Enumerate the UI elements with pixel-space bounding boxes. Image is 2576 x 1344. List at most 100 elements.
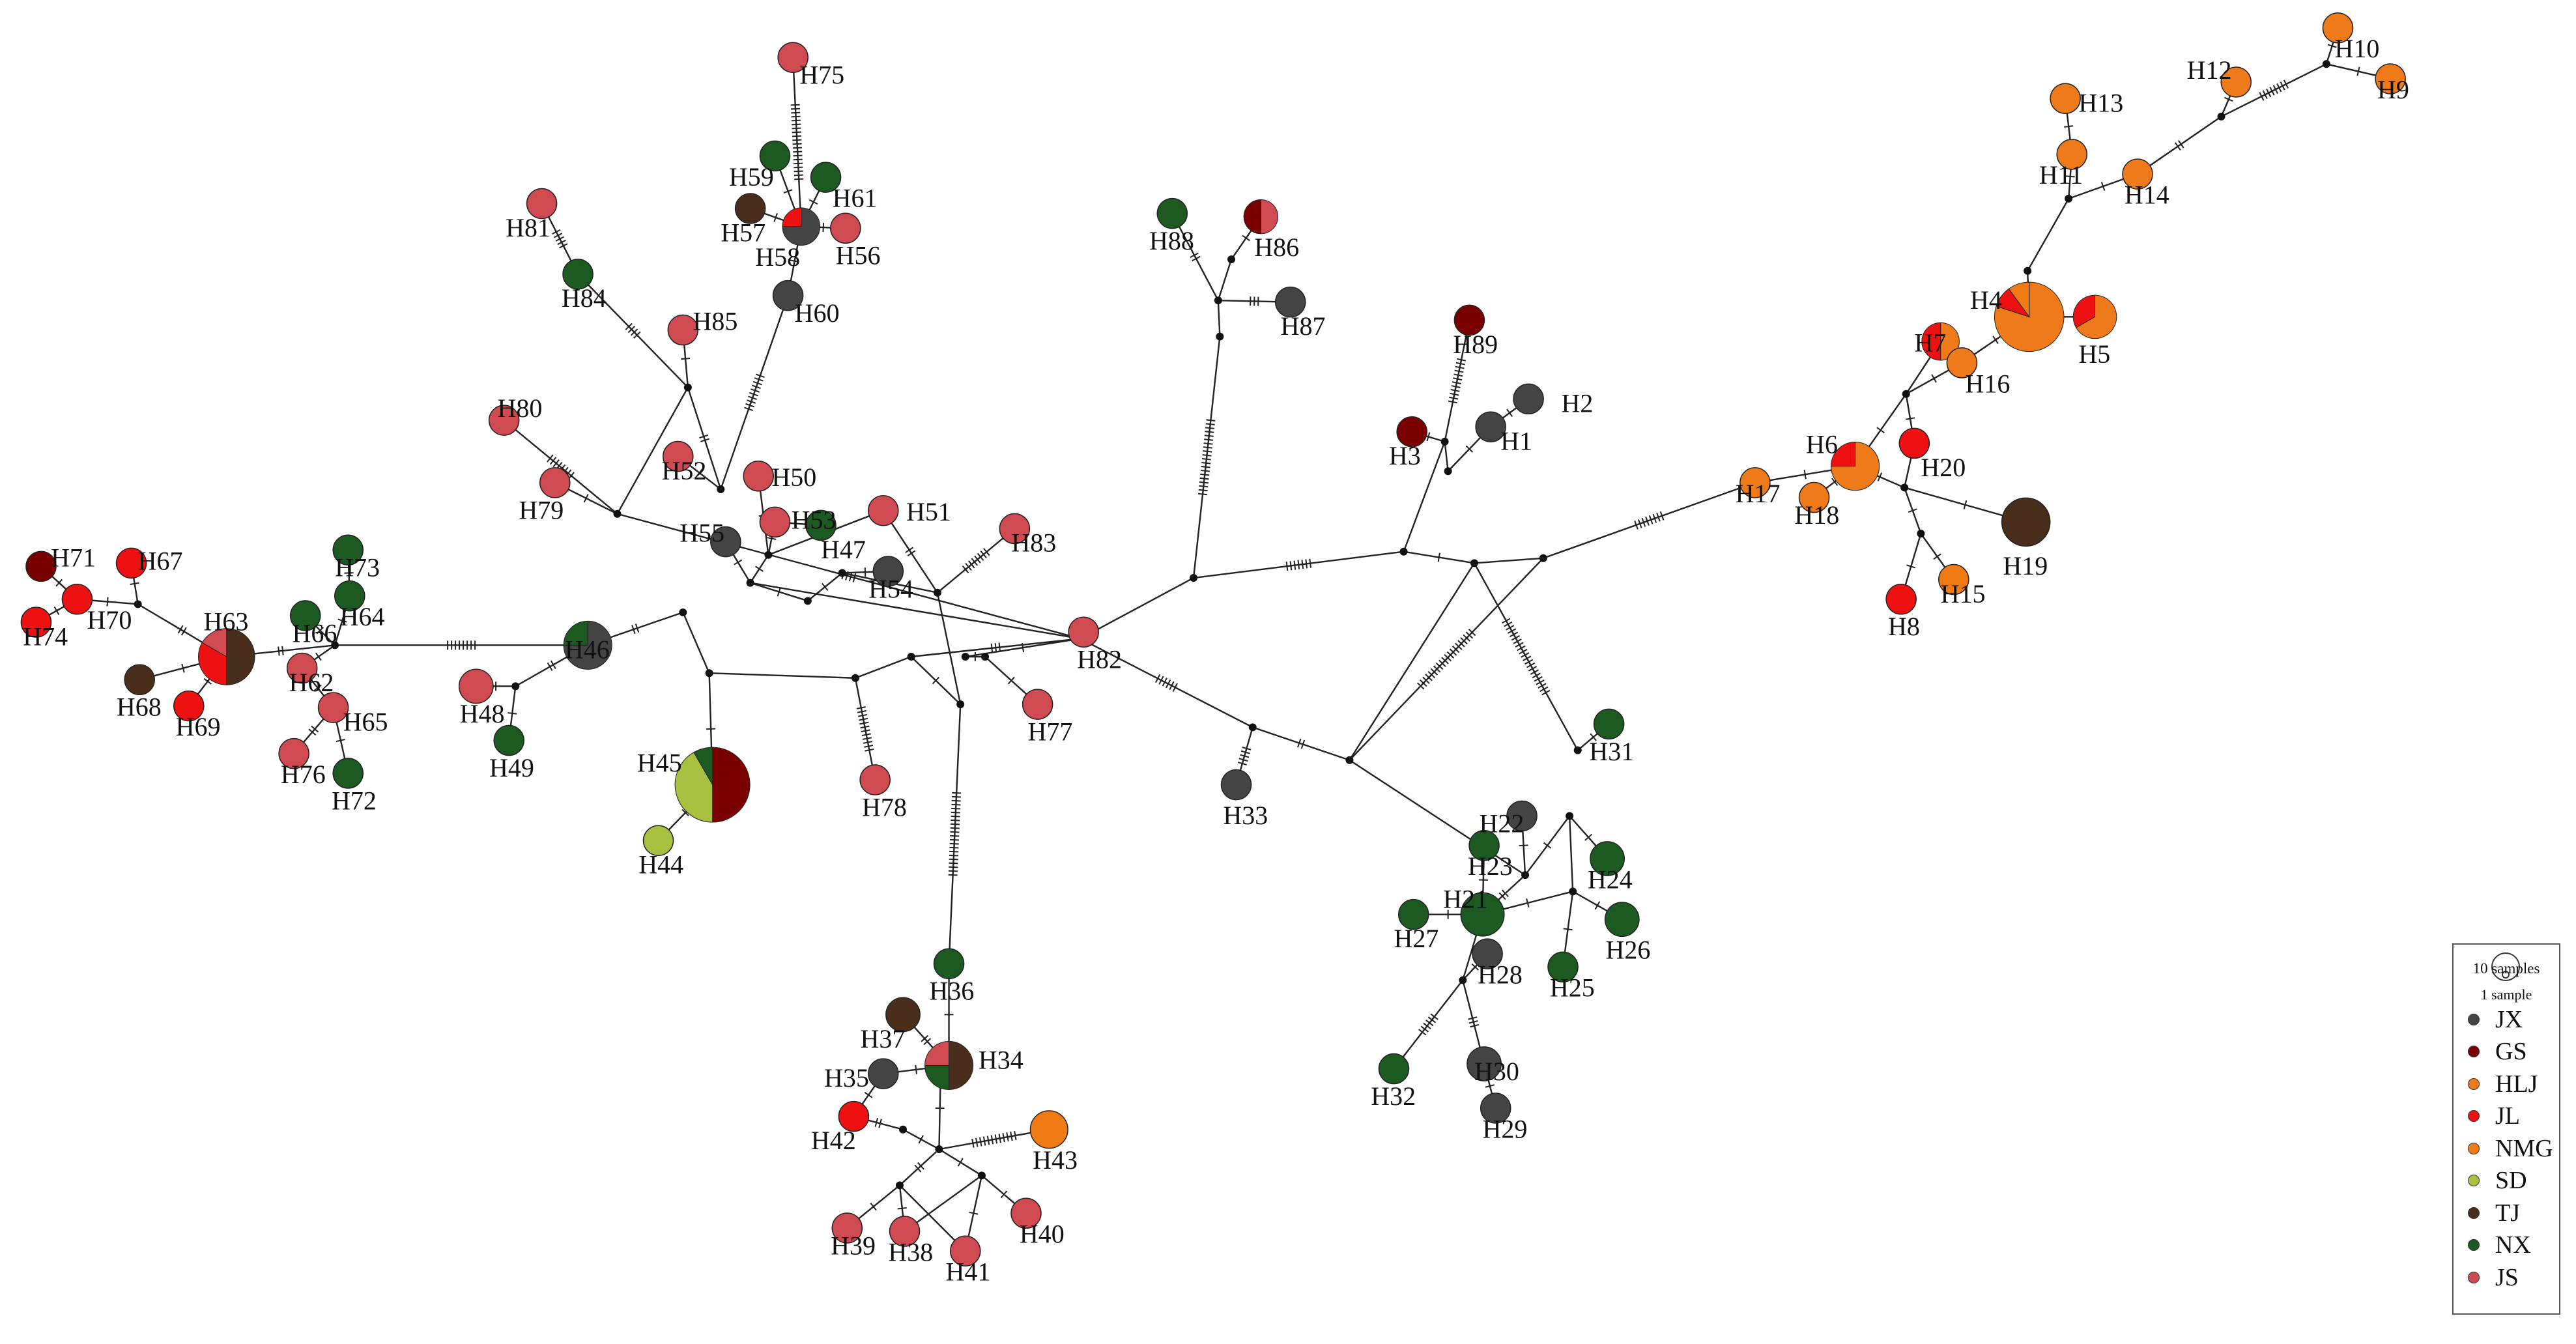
mutation-tick — [1504, 621, 1513, 627]
mutation-tick — [767, 537, 777, 540]
mutation-tick — [859, 717, 868, 721]
mutation-tick — [1301, 560, 1304, 569]
mutation-tick — [951, 815, 960, 818]
haplotype-label: H27 — [1394, 924, 1438, 953]
haplotype-label: H4 — [1970, 285, 2002, 315]
haplotype-label: H68 — [117, 693, 162, 722]
haplotype-slice — [782, 207, 802, 227]
mutation-tick — [1433, 665, 1441, 673]
haplotype-node — [667, 314, 699, 346]
haplotype-circle — [1593, 708, 1625, 740]
mutation-tick — [951, 823, 960, 825]
network-edge — [2137, 115, 2222, 175]
haplotype-label: H73 — [335, 553, 380, 582]
mutation-tick — [863, 741, 873, 744]
mutation-tick — [555, 236, 565, 242]
mutation-tick — [1526, 662, 1536, 668]
scale-label-small: 1 sample — [2480, 986, 2532, 1003]
network-edge — [1252, 726, 1350, 761]
network-edge — [577, 274, 689, 388]
mutation-tick — [1203, 450, 1212, 453]
mutation-tick — [1502, 889, 1510, 898]
haplotype-node — [2056, 139, 2087, 170]
haplotype-slice — [2072, 294, 2096, 328]
mutation-tick — [1451, 385, 1461, 388]
haplotype-circle — [2001, 497, 2051, 547]
haplotype-node — [642, 825, 674, 856]
haplotype-node — [1468, 830, 1500, 861]
mutation-tick — [1456, 358, 1467, 362]
haplotype-node — [1029, 1110, 1068, 1149]
mutation-tick — [627, 326, 636, 334]
haplotype-circle — [1274, 286, 1306, 318]
mutation-tick — [1908, 508, 1917, 513]
haplotype-node — [674, 747, 751, 823]
haplotype-circle — [734, 193, 766, 224]
mutation-tick — [1448, 400, 1458, 404]
haplotype-node — [759, 506, 791, 538]
legend-list: JX GS HLJ JL NMG SD TJ NX JS — [2454, 1003, 2559, 1294]
mutation-tick — [734, 559, 743, 565]
haplotype-node — [20, 607, 52, 638]
network-edge — [899, 1149, 940, 1186]
median-vector — [1573, 746, 1582, 754]
haplotype-circle — [1010, 1197, 1042, 1229]
haplotype-node — [868, 494, 899, 526]
haplotype-node — [772, 279, 804, 311]
haplotype-circle — [889, 1216, 921, 1247]
mutation-tick — [971, 1138, 975, 1148]
mutation-tick — [1534, 676, 1543, 682]
mutation-tick — [1172, 683, 1178, 692]
mutation-tick — [1648, 515, 1653, 524]
mutation-tick — [792, 127, 801, 130]
mutation-tick — [1450, 392, 1459, 396]
haplotype-label: H74 — [23, 622, 68, 651]
haplotype-node — [173, 690, 205, 722]
median-vector — [2024, 266, 2032, 275]
mutation-tick — [1166, 679, 1171, 689]
legend-size-scale: 10 samples 1 sample — [2454, 945, 2559, 1003]
median-vector — [907, 653, 915, 661]
mutation-tick — [949, 854, 958, 857]
network-edge — [792, 57, 802, 227]
mutation-tick — [1297, 738, 1302, 748]
median-vector — [1399, 547, 1408, 556]
haplotype-node — [334, 580, 365, 612]
mutation-tick — [1014, 1130, 1017, 1141]
median-vector — [1459, 976, 1467, 984]
network-edge — [899, 1184, 966, 1252]
median-vector — [838, 569, 846, 577]
mutation-tick — [1513, 638, 1522, 644]
haplotype-node — [488, 405, 520, 436]
haplotype-node — [1378, 1053, 1410, 1085]
legend-swatch-icon — [2468, 1175, 2480, 1187]
haplotype-node — [562, 259, 594, 290]
mutation-tick — [1637, 519, 1642, 528]
mutation-tick — [696, 468, 703, 477]
haplotype-label: H52 — [662, 456, 707, 485]
mutation-tick — [998, 642, 1001, 652]
haplotype-node — [25, 550, 57, 582]
haplotype-label: H11 — [2039, 160, 2083, 190]
median-vector — [2322, 60, 2330, 68]
haplotype-label: H77 — [1028, 717, 1073, 747]
legend-swatch-icon — [2468, 1078, 2480, 1090]
mutation-tick — [918, 1135, 924, 1144]
haplotype-label: H60 — [795, 298, 840, 328]
mutation-tick — [1455, 362, 1465, 365]
haplotype-node — [1798, 481, 1830, 513]
haplotype-node — [61, 584, 93, 615]
mutation-tick — [1169, 681, 1175, 691]
haplotype-label: H42 — [811, 1126, 856, 1155]
haplotype-label: H25 — [1550, 973, 1595, 1003]
mutation-tick — [1465, 631, 1474, 639]
mutation-tick — [1422, 676, 1430, 684]
mutation-tick — [1509, 631, 1519, 638]
haplotype-label: H62 — [289, 668, 334, 697]
median-vector — [1345, 756, 1354, 764]
haplotype-label: H28 — [1478, 960, 1523, 989]
network-edge — [855, 655, 912, 679]
mutation-tick — [2280, 81, 2285, 91]
mutation-tick — [967, 560, 975, 569]
mutation-tick — [857, 710, 866, 713]
